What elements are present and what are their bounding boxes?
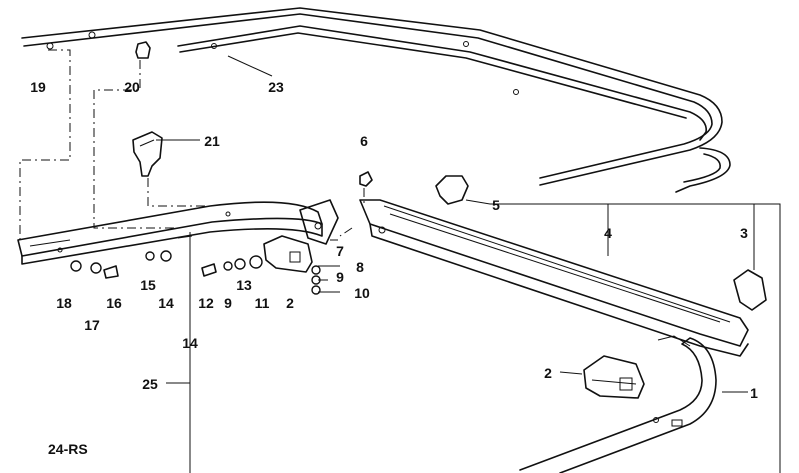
callout-10: 10 — [354, 285, 370, 301]
part-22-bracket — [132, 131, 163, 177]
part-13-bolt — [201, 263, 217, 277]
part-17-bolt — [103, 265, 119, 279]
part-8-washer — [311, 265, 321, 275]
part-14-left-rail — [17, 201, 323, 265]
part-9-washer-a — [223, 261, 233, 271]
callout-21: 20 — [124, 79, 140, 95]
callout-19: 18 — [56, 295, 72, 311]
part-23-upper-rail — [21, 7, 731, 193]
callout-25: 25 — [142, 376, 158, 392]
part-7-hinge-plate — [299, 199, 339, 245]
callout-22: 21 — [204, 133, 220, 149]
callout-4: 4 — [604, 225, 612, 241]
callout-23: 23 — [268, 79, 284, 95]
part-6-stud — [359, 171, 373, 187]
part-10-nut — [311, 285, 321, 295]
part-5-bracket — [435, 175, 469, 205]
diagram-code: 24-RS — [48, 441, 88, 457]
callout-2-upper: 2 — [286, 295, 294, 311]
callout-2-lower: 2 — [544, 365, 552, 381]
part-18-washer — [90, 262, 102, 274]
part-2-hinge-block-lower — [583, 355, 645, 399]
part-16-washer — [145, 251, 155, 261]
callout-labels: 19 20 23 21 6 5 4 3 7 8 9 10 18 16 17 15… — [30, 79, 758, 457]
callout-6: 6 — [360, 133, 368, 149]
assembly-lines — [19, 49, 365, 240]
part-1-lower-rail — [519, 335, 717, 473]
callout-17: 16 — [106, 295, 122, 311]
callout-5: 5 — [492, 197, 500, 213]
fasteners-group — [70, 171, 373, 295]
callout-12: 13 — [236, 277, 252, 293]
callout-9a: 9 — [224, 295, 232, 311]
callout-1: 1 — [750, 385, 758, 401]
callout-18: 17 — [84, 317, 100, 333]
part-2-hinge-block-upper — [263, 235, 313, 273]
part-3-bracket — [733, 269, 767, 311]
callout-13: 12 — [198, 295, 214, 311]
callout-9b: 9 — [336, 269, 344, 285]
callout-7: 7 — [336, 243, 344, 259]
callout-20: 19 — [30, 79, 46, 95]
callout-11: 11 — [255, 295, 270, 311]
callout-15: 14 — [158, 295, 174, 311]
part-15-nut — [160, 250, 172, 262]
callout-8: 8 — [356, 259, 364, 275]
part-12-washer — [234, 258, 246, 270]
part-4-right-rail — [359, 199, 749, 357]
part-19-washer — [70, 260, 82, 272]
callout-14: 14 — [182, 335, 198, 351]
callout-3: 3 — [740, 225, 748, 241]
callout-16: 15 — [140, 277, 156, 293]
part-21-clip — [135, 41, 151, 59]
leader-lines — [156, 55, 781, 473]
part-11-washer — [249, 255, 263, 269]
